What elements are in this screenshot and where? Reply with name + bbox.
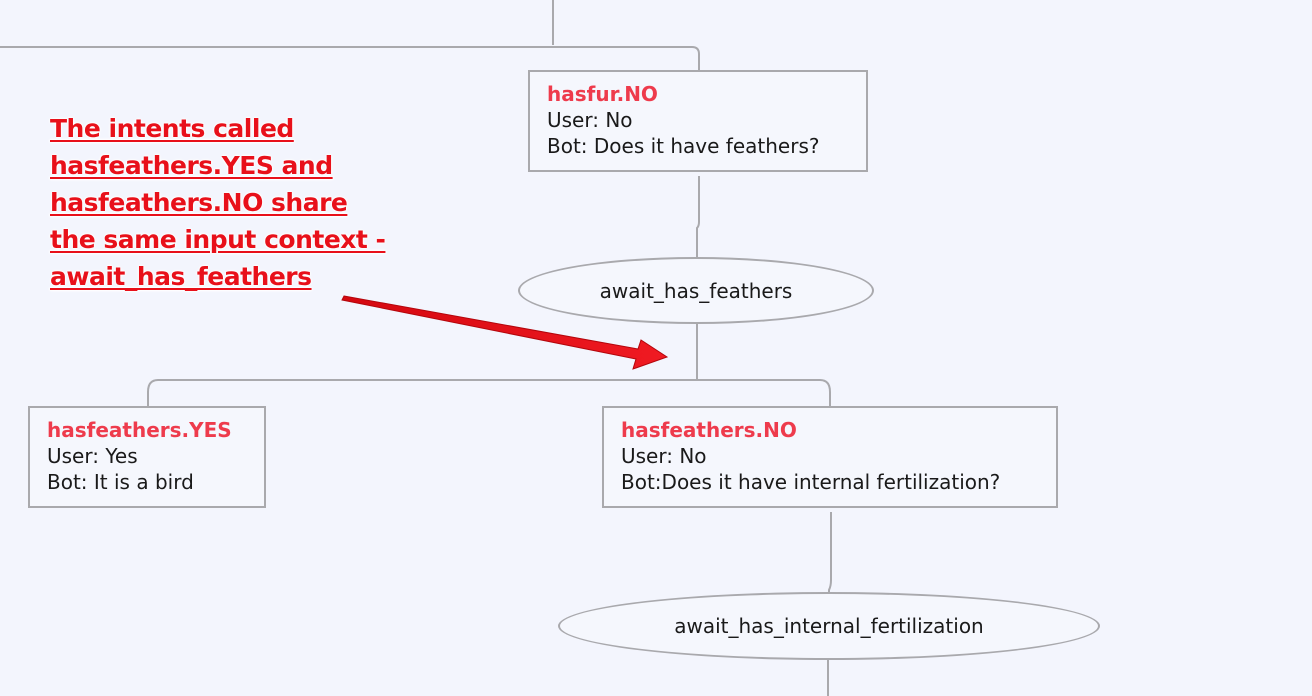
annotation-line: the same input context - [50, 225, 386, 254]
intent-name: hasfeathers.YES [47, 418, 232, 442]
bot-response: Bot: It is a bird [47, 470, 194, 494]
context-label: await_has_internal_fertilization [674, 614, 984, 638]
connector-hasfeathers-no-to-context [828, 512, 832, 600]
annotation-line: hasfeathers.YES and [50, 151, 333, 180]
user-utterance: User: No [621, 444, 707, 468]
user-utterance: User: No [547, 108, 633, 132]
user-utterance: User: Yes [47, 444, 138, 468]
context-await-has-internal-fertilization[interactable]: await_has_internal_fertilization [558, 592, 1100, 660]
bot-response: Bot:Does it have internal fertilization? [621, 470, 1001, 494]
node-hasfeathers-yes[interactable]: hasfeathers.YES User: Yes Bot: It is a b… [28, 406, 266, 508]
node-hasfeathers-no[interactable]: hasfeathers.NO User: No Bot:Does it have… [602, 406, 1058, 508]
intent-name: hasfeathers.NO [621, 418, 797, 442]
annotation-line: The intents called [50, 114, 294, 143]
connector-branch-right [697, 379, 831, 407]
connector-top-branch [0, 46, 700, 72]
bot-response: Bot: Does it have feathers? [547, 134, 820, 158]
node-hasfur-no[interactable]: hasfur.NO User: No Bot: Does it have fea… [528, 70, 868, 172]
annotation-line: hasfeathers.NO share [50, 188, 348, 217]
context-label: await_has_feathers [599, 278, 793, 303]
context-await-has-feathers[interactable]: await_has_feathers [518, 257, 874, 324]
annotation-line: await_has_feathers [50, 262, 312, 291]
connector-hasfur-to-context [696, 176, 700, 270]
annotation-note: The intents called hasfeathers.YES and h… [50, 110, 386, 295]
connector-branch-left [147, 379, 697, 407]
intent-name: hasfur.NO [547, 82, 658, 106]
